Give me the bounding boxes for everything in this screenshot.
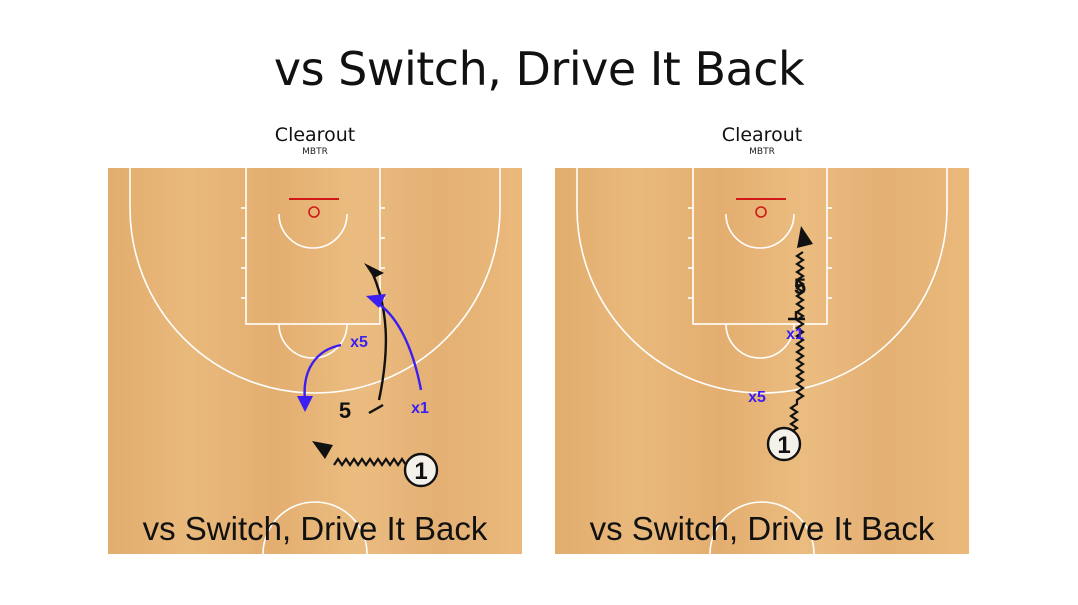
player-5-cut-line	[370, 271, 388, 401]
diagram-panel-right: Clearout MBTR 1 5 x	[555, 120, 969, 554]
center-circle	[262, 501, 368, 554]
player-5-label: 5	[794, 274, 806, 299]
paint-lane	[245, 168, 381, 325]
defender-x1-label: x1	[411, 400, 429, 417]
three-point-line	[129, 168, 501, 394]
player-5-label: 5	[339, 398, 351, 423]
rim	[308, 206, 320, 218]
player-1-label: 1	[777, 432, 790, 459]
diagram-panel-left: Clearout MBTR	[108, 120, 522, 554]
player-5-cut-arrowhead	[364, 263, 384, 278]
panel-subtitle: MBTR	[302, 147, 328, 157]
court-markings	[576, 168, 948, 554]
defender-x5-label: x5	[748, 389, 766, 406]
free-throw-circle	[725, 323, 795, 359]
court-lines: 1 5 x5 x1	[129, 168, 501, 554]
player-1-circle	[403, 452, 439, 488]
defender-x5-arrowhead	[297, 396, 313, 412]
center-circle	[709, 501, 815, 554]
court-lines: 1 5 x1 x5	[576, 168, 948, 554]
panel-subtitle: MBTR	[749, 147, 775, 157]
screen-bar	[368, 403, 384, 415]
court: 1 5 x1 x5 vs Switch, Drive It Back	[555, 168, 969, 554]
defender-x1-path	[375, 300, 423, 391]
panel-title: Clearout	[721, 124, 803, 146]
court: 1 5 x5 x1 vs Switch, Drive It Back	[108, 168, 522, 554]
player-1-circle	[766, 426, 802, 462]
dribble-path	[789, 251, 805, 433]
dribble-arrowhead	[797, 226, 813, 248]
player-1-label: 1	[414, 458, 427, 485]
court-caption: vs Switch, Drive It Back	[142, 510, 488, 547]
three-point-line	[576, 168, 948, 394]
rim	[755, 206, 767, 218]
free-throw-circle	[278, 323, 348, 359]
dribble-arrowhead	[312, 441, 333, 459]
court-caption: vs Switch, Drive It Back	[589, 510, 935, 547]
defender-x1-label: x1	[786, 326, 804, 343]
dribble-path	[333, 457, 407, 467]
panel-title: Clearout	[274, 124, 356, 146]
paint-lane	[692, 168, 828, 325]
slide-title: vs Switch, Drive It Back	[273, 42, 805, 96]
restricted-arc	[278, 213, 348, 249]
defender-x5-path	[303, 343, 342, 401]
defender-x5-label: x5	[350, 334, 368, 351]
restricted-arc	[725, 213, 795, 249]
defender-x1-arrowhead	[366, 294, 386, 308]
